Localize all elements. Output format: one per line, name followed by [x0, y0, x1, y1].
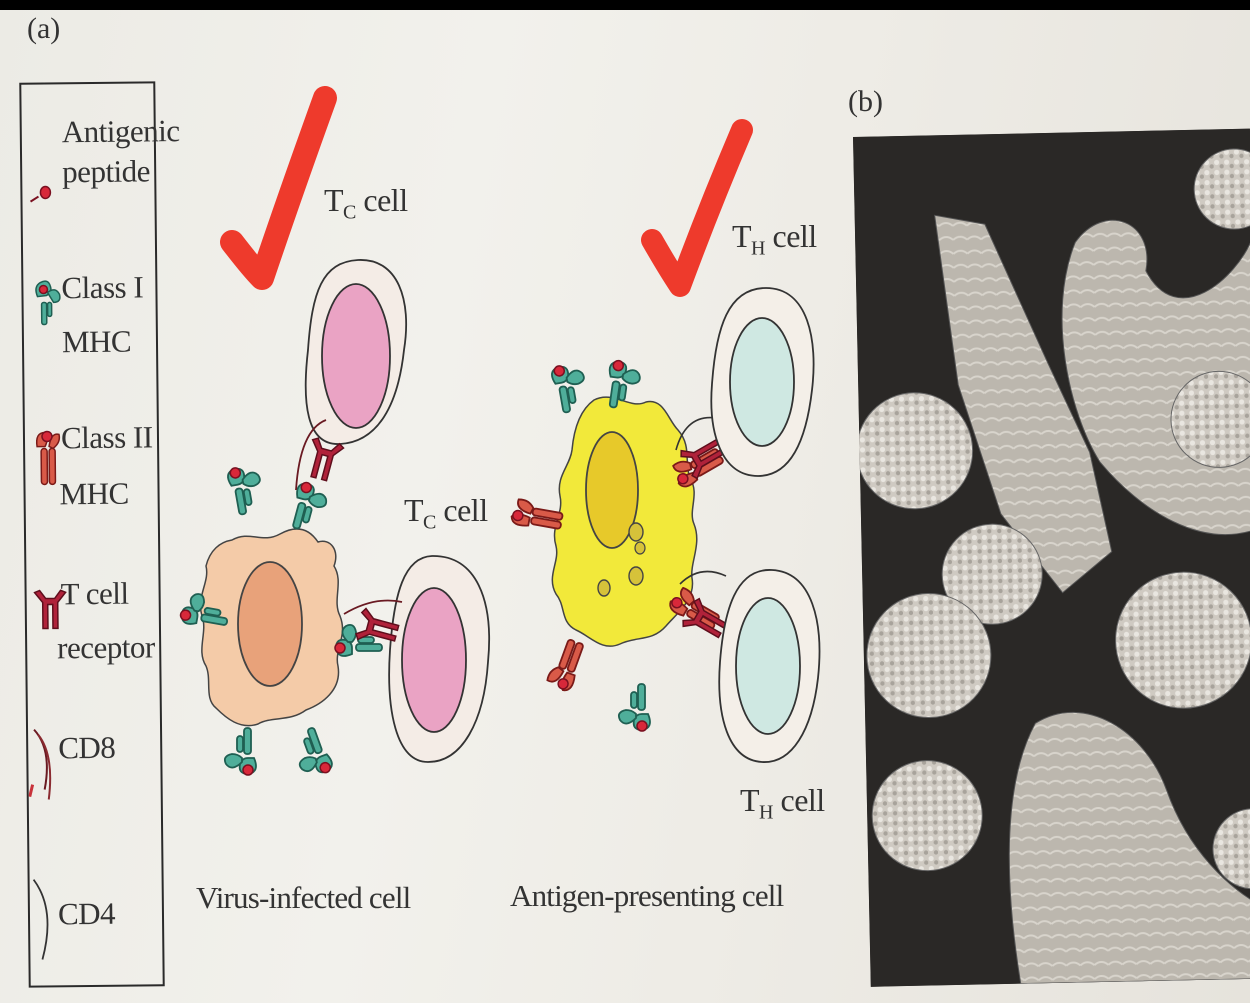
th-cell-top-label: TH cell	[732, 218, 817, 260]
class-i-mhc	[289, 725, 334, 780]
class-i-mhc	[227, 464, 266, 516]
class-i-mhc	[335, 625, 382, 656]
cd8-coreceptor	[344, 601, 402, 615]
tc-cell-middle	[389, 556, 489, 762]
check-mark-left	[232, 98, 325, 278]
tc-cell-top	[306, 260, 406, 444]
th-cell-bottom	[719, 570, 819, 762]
virus-infected-cell	[200, 529, 342, 726]
class-i-mhc	[619, 684, 650, 731]
th-cell-bottom-label: TH cell	[740, 782, 825, 824]
micrograph-drawing	[853, 129, 1250, 987]
class-i-mhc	[225, 728, 256, 775]
tc-cell-middle-label: TC cell	[404, 492, 488, 534]
class-i-mhc	[288, 481, 330, 534]
class-ii-mhc	[546, 637, 587, 693]
antigen-presenting-cell-caption: Antigen-presenting cell	[510, 878, 783, 914]
micrograph-photo	[853, 129, 1250, 987]
tc-cell-top-label: TC cell	[324, 182, 408, 224]
th-cell-top	[711, 288, 813, 476]
class-i-mhc	[551, 362, 590, 414]
check-mark-right	[652, 130, 742, 286]
virus-infected-cell-caption: Virus-infected cell	[196, 880, 410, 916]
textbook-page: (a) (b)	[0, 10, 1250, 1003]
class-ii-mhc	[510, 498, 564, 532]
